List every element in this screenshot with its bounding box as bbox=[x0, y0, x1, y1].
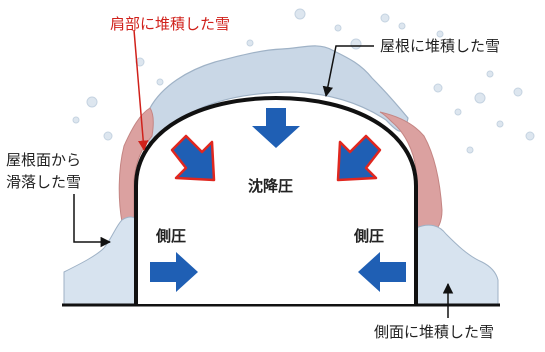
arrow-diagonal-icon-right bbox=[336, 134, 382, 182]
slid-snow-label-line2: 滑落した雪 bbox=[6, 173, 82, 191]
side-snow-label: 側面に堆積した雪 bbox=[374, 323, 495, 341]
shoulder-snow-right bbox=[379, 111, 443, 233]
settlement-pressure-label: 沈降圧 bbox=[248, 177, 294, 195]
roof-snow-label: 屋根に堆積した雪 bbox=[380, 37, 501, 55]
leader-slid-snow bbox=[73, 194, 112, 248]
side-pressure-left-label: 側圧 bbox=[156, 227, 187, 245]
arrow-horizontal-icon-right bbox=[358, 252, 406, 292]
slid-snow-left bbox=[63, 216, 137, 305]
side-snow-right bbox=[415, 224, 499, 305]
arrow-diagonal-icon-left bbox=[170, 134, 216, 182]
leader-shoulder-snow bbox=[133, 29, 149, 152]
shoulder-snow-label: 肩部に堆積した雪 bbox=[110, 15, 231, 33]
arrow-horizontal-icon-left bbox=[150, 252, 198, 292]
slid-snow-label-line1: 屋根面から bbox=[6, 151, 82, 169]
leader-roof-snow bbox=[322, 45, 374, 98]
side-pressure-right-label: 側圧 bbox=[354, 227, 385, 245]
arrow-down-icon bbox=[252, 108, 300, 148]
